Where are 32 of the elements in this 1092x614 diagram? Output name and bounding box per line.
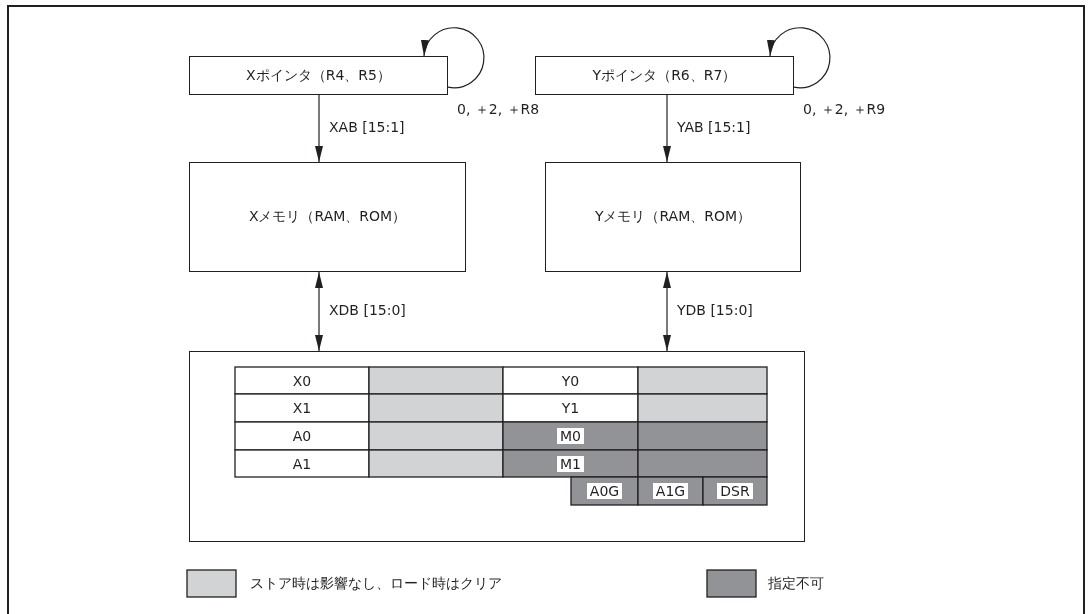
register-name: A0G: [586, 483, 623, 499]
legend-text: ストア時は影響なし、ロード時はクリア: [250, 575, 502, 593]
edge-label: YAB [15:1]: [675, 118, 753, 135]
register-name: A1G: [652, 483, 689, 499]
register-name: X1: [292, 400, 312, 416]
register-box: [545, 162, 801, 272]
register-name: Y1: [561, 400, 580, 416]
register-name: Y0: [561, 372, 580, 389]
register-name: M0: [557, 428, 584, 444]
register-box: [535, 56, 794, 95]
arrow: [315, 271, 323, 352]
register-name: A1: [292, 455, 312, 472]
block-label: Yポインタ（R6、R7）: [592, 66, 737, 85]
edge-label: XAB [15:1]: [327, 118, 407, 135]
register-name: A0: [292, 428, 312, 444]
register-box: [189, 56, 448, 95]
arrow: [768, 27, 831, 89]
register-box: [189, 162, 466, 272]
edge-label: 0, ＋2, ＋R9: [801, 101, 888, 119]
legend-text: 指定不可: [768, 575, 824, 593]
block-label: Yメモリ（RAM、ROM）: [594, 208, 752, 226]
block-label: Xメモリ（RAM、ROM）: [248, 208, 407, 226]
arrow: [663, 271, 671, 352]
edge-label: XDB [15:0]: [327, 301, 408, 318]
block-label: Xポインタ（R4、R5）: [246, 66, 391, 85]
register-name: DSR: [717, 483, 753, 499]
edge-label: YDB [15:0]: [675, 301, 755, 318]
edge-label: 0, ＋2, ＋R8: [455, 101, 542, 119]
arrow: [422, 27, 485, 89]
arrow: [315, 94, 323, 163]
arrow: [663, 94, 671, 163]
register-name: X0: [292, 372, 312, 389]
